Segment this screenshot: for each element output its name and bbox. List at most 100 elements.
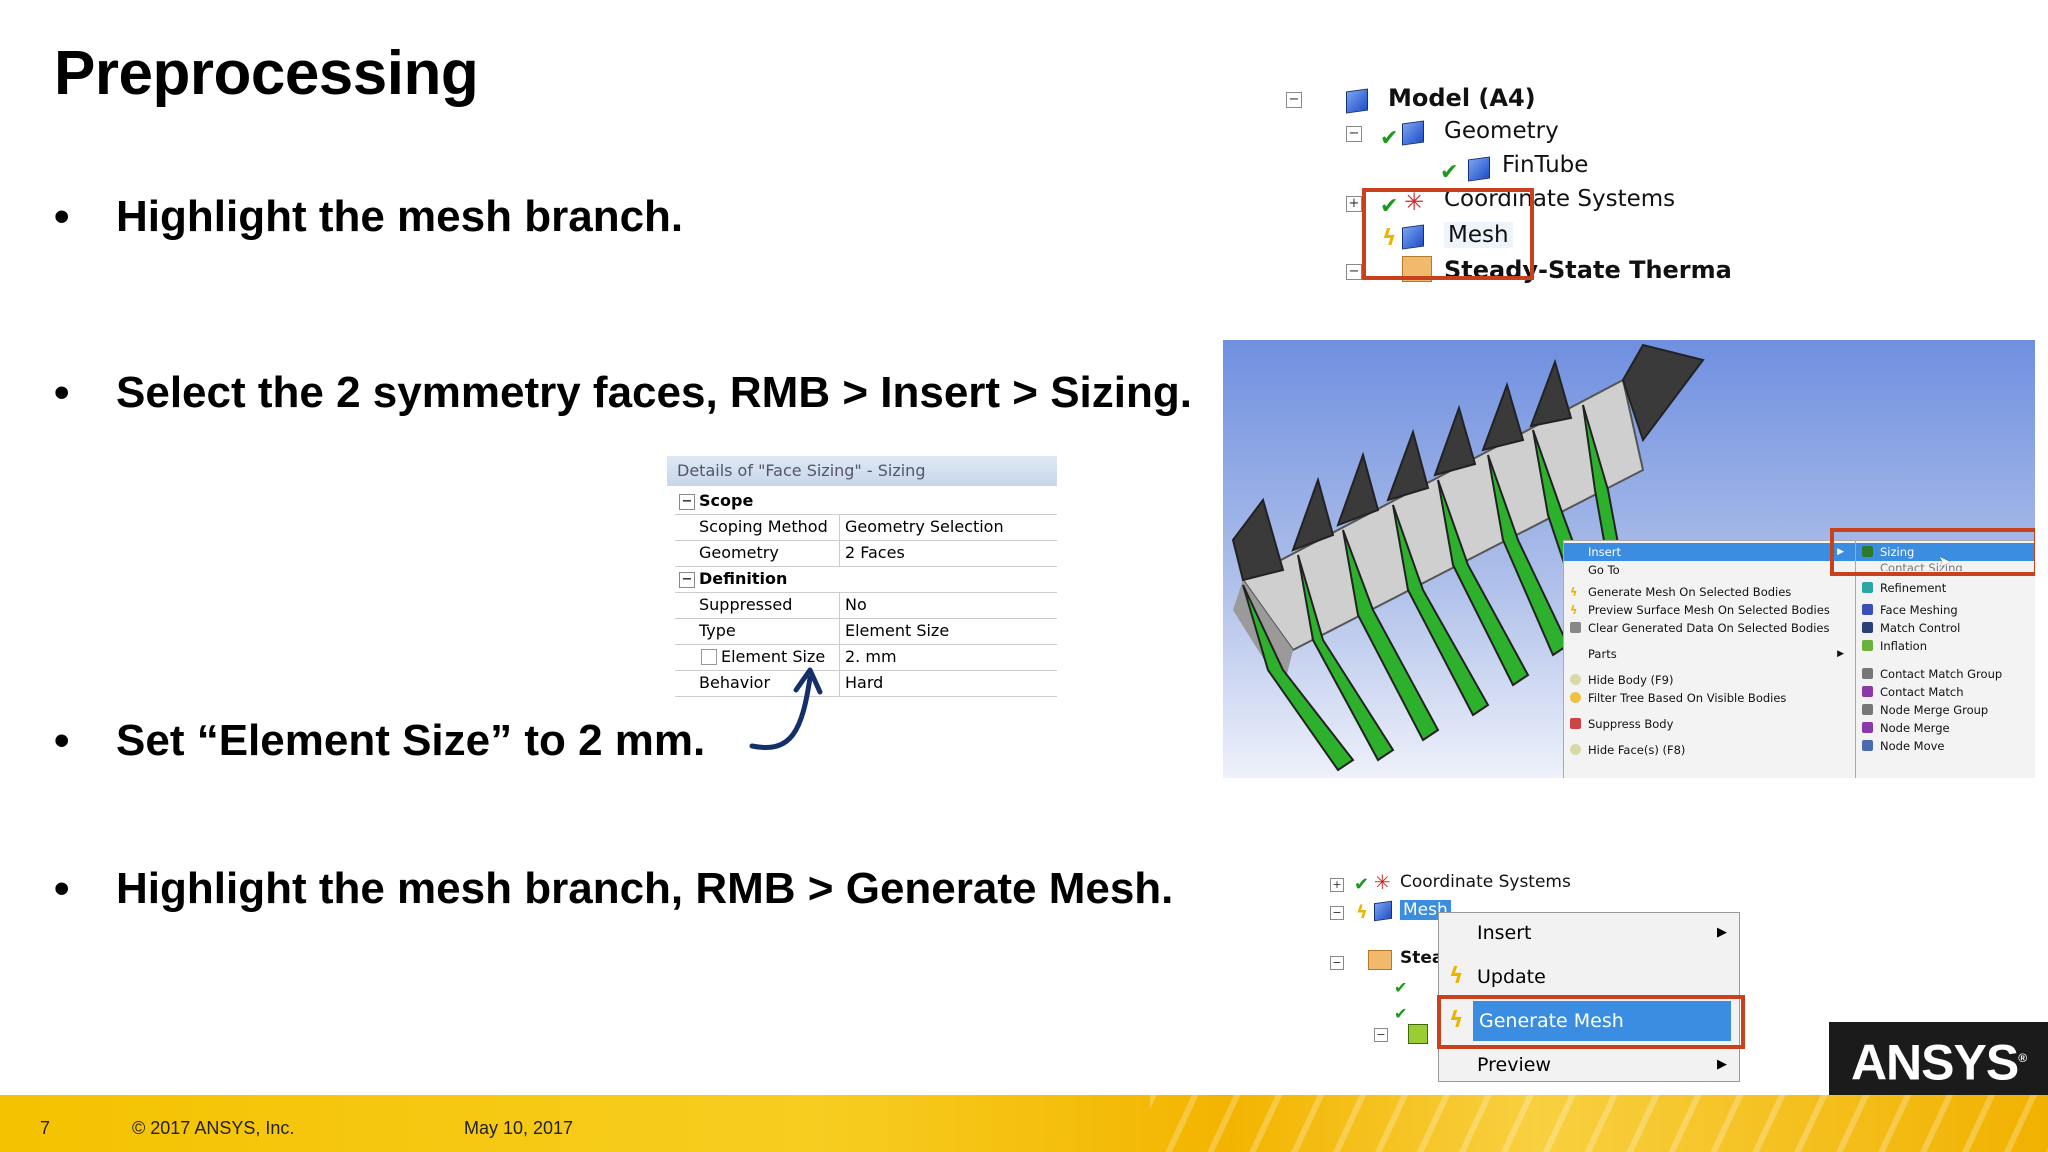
details-group-scope[interactable]: − Scope xyxy=(675,488,1057,515)
highlight-box xyxy=(1362,188,1534,280)
details-panel: Details of "Face Sizing" - Sizing − Scop… xyxy=(667,456,1057,710)
details-group-definition[interactable]: − Definition xyxy=(675,566,1057,593)
menu-item-insert[interactable]: Insert▶ xyxy=(1477,922,1727,944)
bulb-icon xyxy=(1570,692,1581,703)
tree-item-model[interactable]: Model (A4) xyxy=(1388,84,1536,112)
collapse-icon[interactable]: − xyxy=(1346,264,1362,280)
lightning-icon: ϟ xyxy=(1570,585,1578,599)
analysis-folder-icon xyxy=(1368,950,1392,970)
tree-item-fintube[interactable]: FinTube xyxy=(1502,152,1589,178)
suppress-icon xyxy=(1570,718,1581,729)
menu-item-contact-sizing[interactable]: Contact Sizing xyxy=(1880,561,1963,571)
menu-item-hide-body[interactable]: Hide Body (F9) xyxy=(1564,671,1856,689)
tree-item-coordinate-systems[interactable]: Coordinate Systems xyxy=(1400,872,1571,892)
menu-item-node-merge-group[interactable]: Node Merge Group xyxy=(1856,701,2035,719)
menu-item-clear-generated-data[interactable]: Clear Generated Data On Selected Bodies xyxy=(1564,619,1856,637)
bullet-3: •Set “Element Size” to 2 mm. xyxy=(54,716,706,765)
menu-item-node-merge[interactable]: Node Merge xyxy=(1856,719,2035,737)
check-icon: ✔ xyxy=(1440,160,1459,185)
menu-item-go-to[interactable]: Go To xyxy=(1588,563,1620,577)
node-merge-icon xyxy=(1862,722,1873,733)
bulb-icon xyxy=(1570,744,1581,755)
bulb-icon xyxy=(1570,674,1581,685)
insert-submenu: Sizing Contact Sizing Refinement Face Me… xyxy=(1855,540,2035,778)
menu-item-contact-match[interactable]: Contact Match xyxy=(1856,683,2035,701)
menu-item-hide-faces[interactable]: Hide Face(s) (F8) xyxy=(1564,741,1856,759)
fin-tube-model xyxy=(1231,343,1705,772)
mouse-cursor-icon: ➤ xyxy=(1938,554,1952,571)
refinement-icon xyxy=(1862,582,1873,593)
collapse-icon[interactable]: − xyxy=(1346,126,1362,142)
outline-tree-top: − Model (A4) − ✔ Geometry ✔ FinTube + ✔ … xyxy=(1280,80,1740,290)
highlight-box xyxy=(1437,995,1745,1049)
contact-match-icon xyxy=(1862,686,1873,697)
footer-decoration xyxy=(1150,1095,2048,1152)
highlight-box xyxy=(1830,528,2035,576)
check-icon: ✔ xyxy=(1380,126,1399,151)
collapse-icon[interactable]: − xyxy=(679,494,695,510)
collapse-icon[interactable]: − xyxy=(1330,956,1344,970)
menu-item-match-control[interactable]: Match Control xyxy=(1856,619,2035,637)
menu-item-suppress-body[interactable]: Suppress Body xyxy=(1564,715,1856,733)
bullet-4: •Highlight the mesh branch, RMB > Genera… xyxy=(54,864,1174,913)
coordinate-systems-icon: ✳ xyxy=(1404,188,1425,216)
lightning-icon: ϟ xyxy=(1570,603,1578,617)
menu-item-filter-tree[interactable]: Filter Tree Based On Visible Bodies xyxy=(1564,689,1856,707)
match-control-icon xyxy=(1862,622,1873,633)
check-icon: ✔ xyxy=(1380,194,1399,219)
model-icon xyxy=(1346,88,1368,114)
menu-item-contact-match-group[interactable]: Contact Match Group xyxy=(1856,665,2035,683)
bullet-2: •Select the 2 symmetry faces, RMB > Inse… xyxy=(54,368,1192,417)
footer-date: May 10, 2017 xyxy=(464,1118,574,1138)
footer-band xyxy=(0,1095,2048,1152)
check-icon: ✔ xyxy=(1394,978,1408,997)
expand-icon[interactable]: + xyxy=(1330,878,1344,892)
lightning-icon: ϟ xyxy=(1449,964,1464,989)
menu-item-node-move[interactable]: Node Move xyxy=(1856,737,2035,755)
lightning-icon: ϟ xyxy=(1356,902,1368,923)
menu-item-refinement[interactable]: Refinement xyxy=(1856,579,2035,597)
collapse-icon[interactable]: − xyxy=(1374,1028,1388,1042)
inflation-icon xyxy=(1862,640,1873,651)
check-icon: ✔ xyxy=(1394,1004,1408,1023)
copyright: © 2017 ANSYS, Inc. xyxy=(132,1118,295,1138)
menu-item-insert[interactable]: Insert▶ xyxy=(1564,543,1856,561)
collapse-icon[interactable]: − xyxy=(679,572,695,588)
annotation-arrow-icon xyxy=(749,667,823,750)
expand-icon[interactable]: + xyxy=(1346,196,1362,212)
slide-title: Preprocessing xyxy=(54,39,479,108)
coordinate-systems-icon: ✳ xyxy=(1374,870,1391,894)
collapse-icon[interactable]: − xyxy=(1286,92,1302,108)
tree-item-mesh[interactable]: Mesh xyxy=(1444,222,1513,248)
mesh-icon xyxy=(1374,900,1392,922)
menu-item-parts[interactable]: Parts▶ xyxy=(1588,647,1844,661)
menu-item-sizing[interactable]: Sizing xyxy=(1856,543,2035,561)
tree-item-geometry[interactable]: Geometry xyxy=(1444,118,1559,144)
collapse-icon[interactable]: − xyxy=(1330,906,1344,920)
solution-icon xyxy=(1408,1024,1428,1044)
ansys-logo: ANSYS® xyxy=(1829,1022,2048,1095)
menu-item-preview[interactable]: Preview▶ xyxy=(1477,1054,1727,1076)
menu-item-inflation[interactable]: Inflation xyxy=(1856,637,2035,655)
face-meshing-icon xyxy=(1862,604,1873,615)
clear-icon xyxy=(1570,622,1581,633)
body-icon xyxy=(1468,156,1490,182)
tree-item-steady-state[interactable]: Stea xyxy=(1400,948,1444,968)
parameter-checkbox[interactable] xyxy=(701,649,717,665)
node-merge-group-icon xyxy=(1862,704,1873,715)
menu-item-face-meshing[interactable]: Face Meshing xyxy=(1856,601,2035,619)
node-move-icon xyxy=(1862,740,1873,751)
